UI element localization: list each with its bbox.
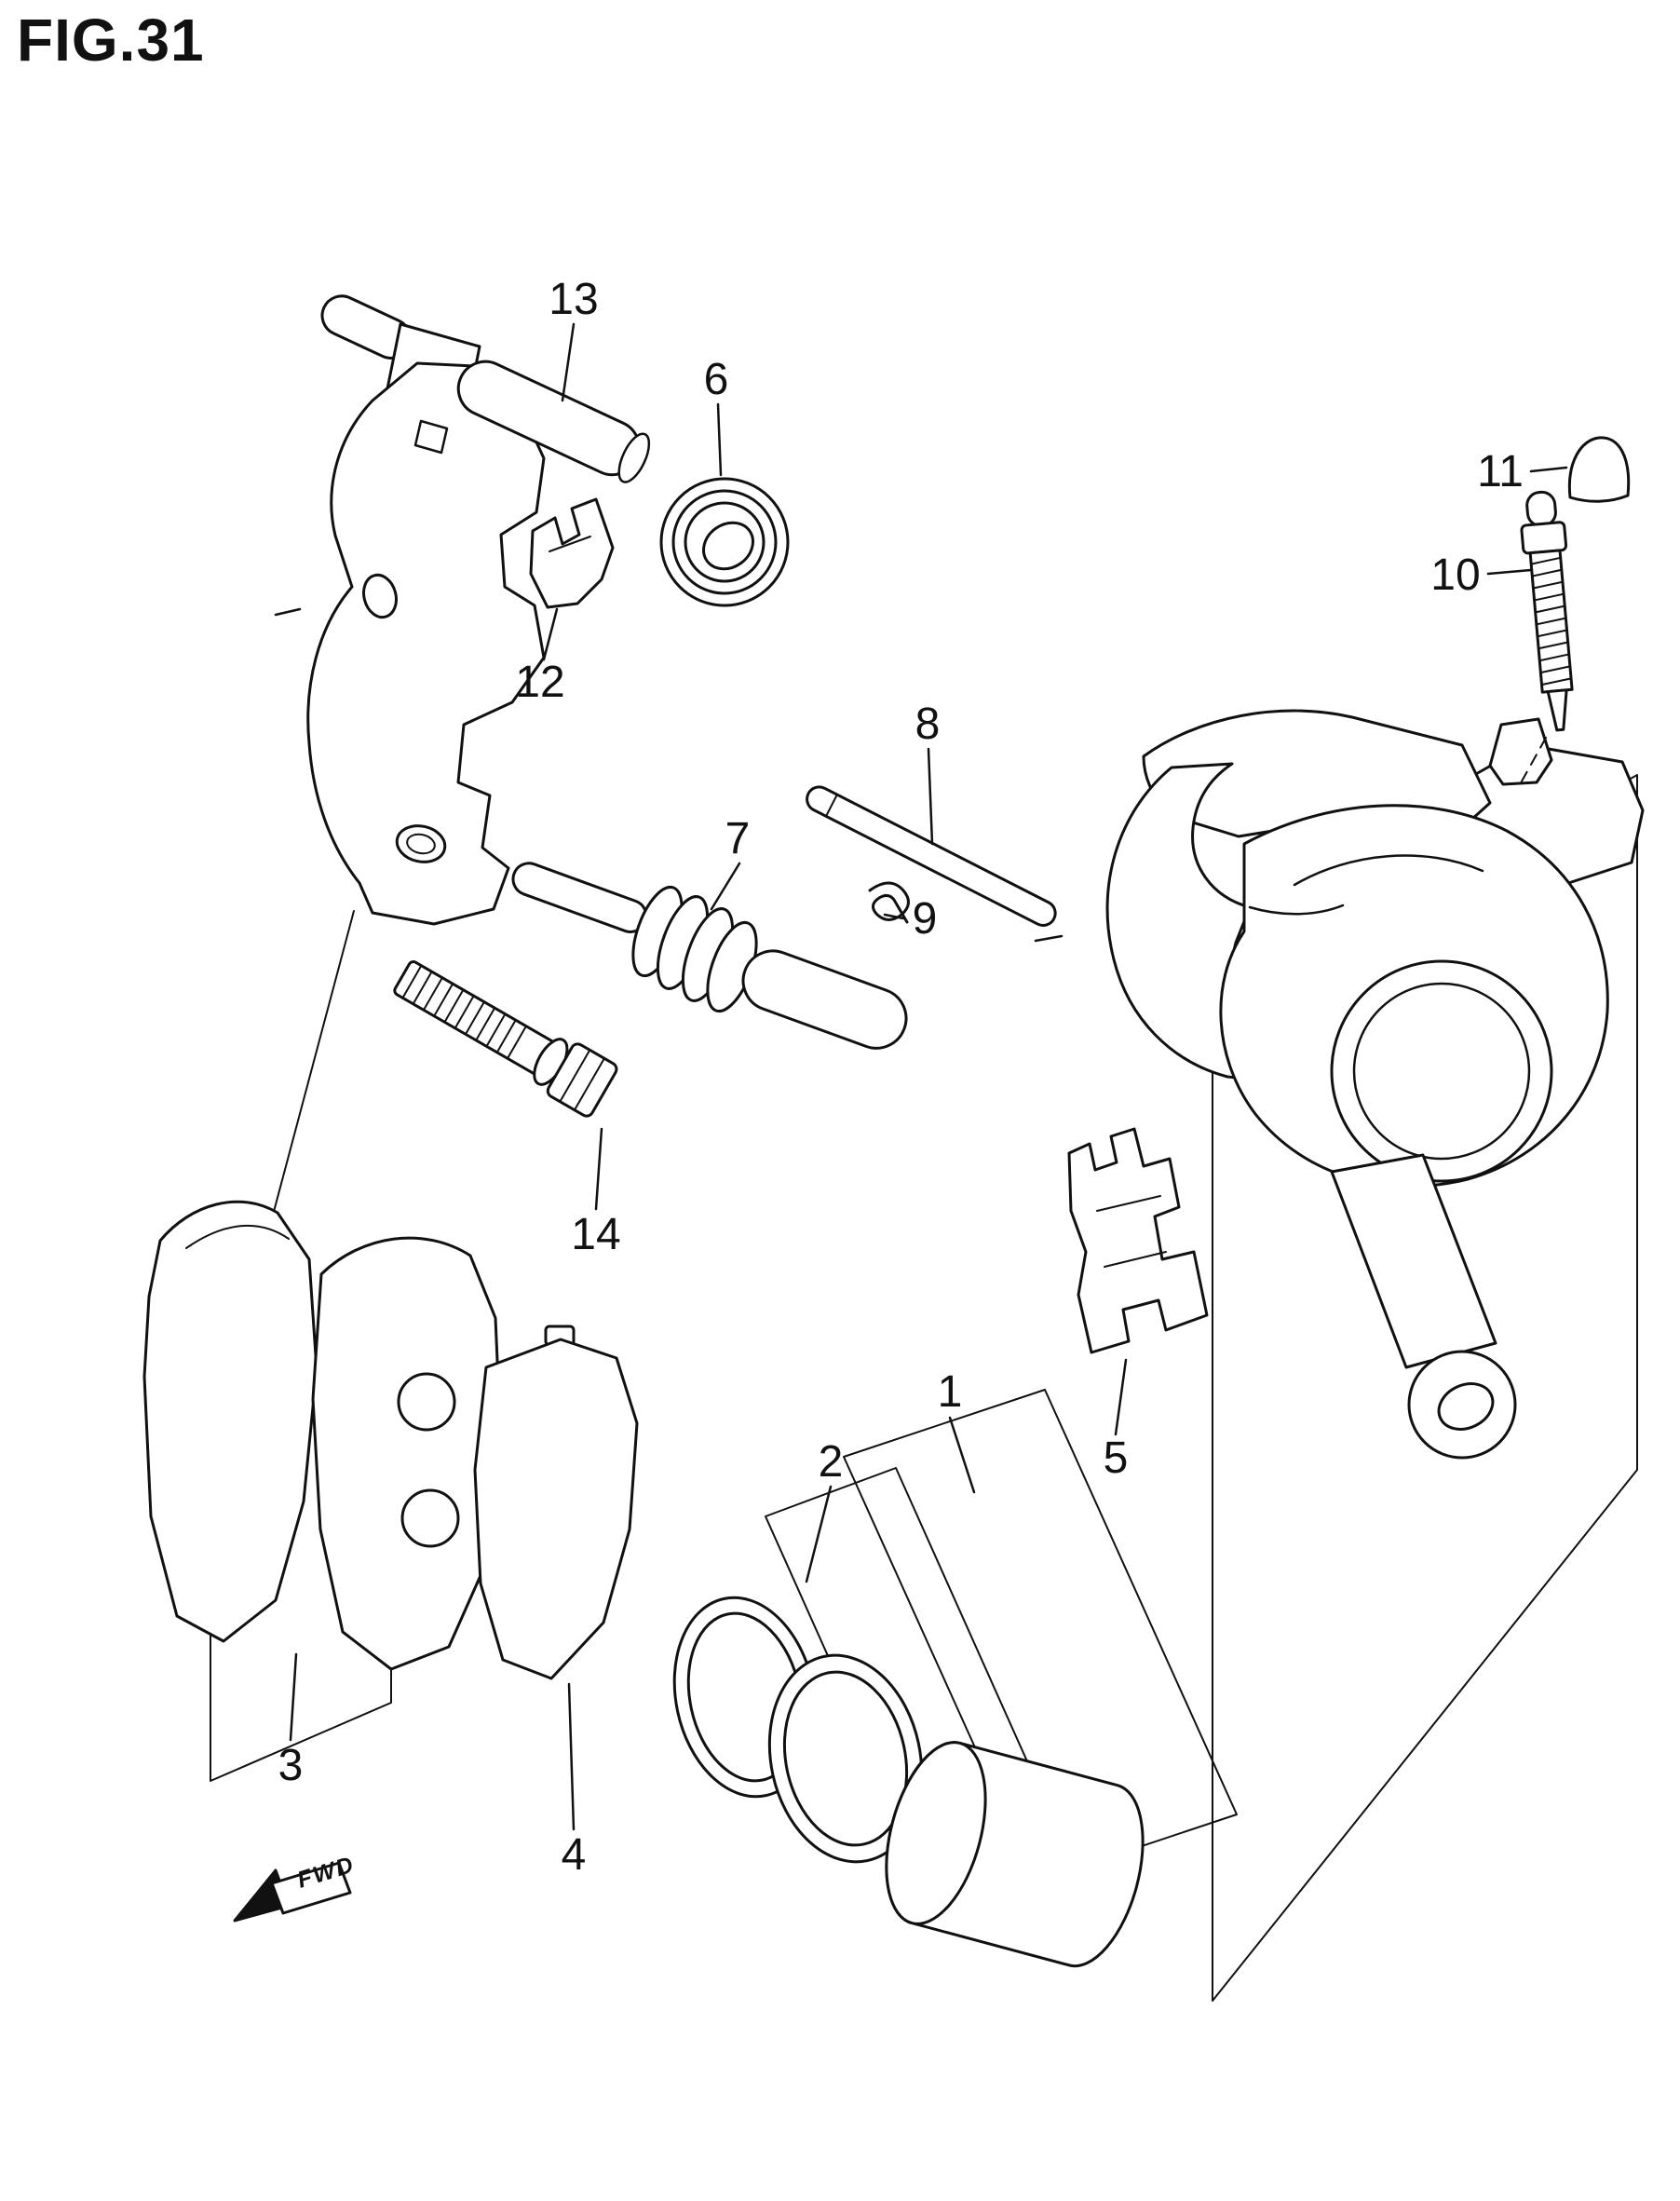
callout-2: 2 <box>818 1437 844 1487</box>
lower-slide-pin-drawing <box>511 862 908 1050</box>
callout-3: 3 <box>278 1741 304 1790</box>
caliper-bracket-drawing <box>306 294 651 926</box>
mount-bolt-drawing <box>393 960 618 1118</box>
callout-7: 7 <box>725 814 751 863</box>
upper-slide-pin-drawing <box>456 360 651 483</box>
fwd-arrow <box>233 1861 352 1922</box>
callout-9: 9 <box>912 894 938 944</box>
retainer-r-clip-drawing <box>868 881 910 924</box>
brake-pads-drawing <box>142 1200 639 1680</box>
callout-13: 13 <box>549 275 599 324</box>
callout-10: 10 <box>1430 550 1481 600</box>
bleed-screw-cap-drawing <box>1567 436 1631 503</box>
callout-12: 12 <box>515 658 565 707</box>
figure-title: FIG.31 <box>17 7 205 74</box>
callout-5: 5 <box>1103 1433 1129 1483</box>
pad-outer-drawing <box>142 1200 318 1643</box>
callout-11: 11 <box>1477 447 1524 496</box>
pad-pin-drawing <box>806 785 1057 927</box>
piston-group-plane <box>843 1389 1238 1882</box>
axis-dash-left <box>274 607 302 617</box>
callout-8: 8 <box>915 700 941 749</box>
caliper-body-drawing <box>1105 709 1645 1460</box>
piston-seals-drawing <box>672 1596 924 1864</box>
boot-seal-drawing <box>659 477 790 607</box>
axis-dash-center <box>1034 934 1064 943</box>
piston-drawing <box>885 1741 1145 1968</box>
bleed-screw-dash-line <box>1517 737 1547 789</box>
callout-4: 4 <box>561 1830 587 1880</box>
pad-spring-drawing <box>1067 1127 1209 1354</box>
callout-14: 14 <box>571 1210 621 1259</box>
bleed-screw-drawing <box>1520 490 1574 732</box>
pad-middle-drawing <box>311 1236 503 1671</box>
callout-1: 1 <box>937 1367 963 1417</box>
pad-inner-drawing <box>473 1338 639 1680</box>
callout-6: 6 <box>703 355 729 404</box>
callout-leader-lines <box>289 322 1568 1831</box>
pad-retainer-clip-drawing <box>529 497 615 609</box>
